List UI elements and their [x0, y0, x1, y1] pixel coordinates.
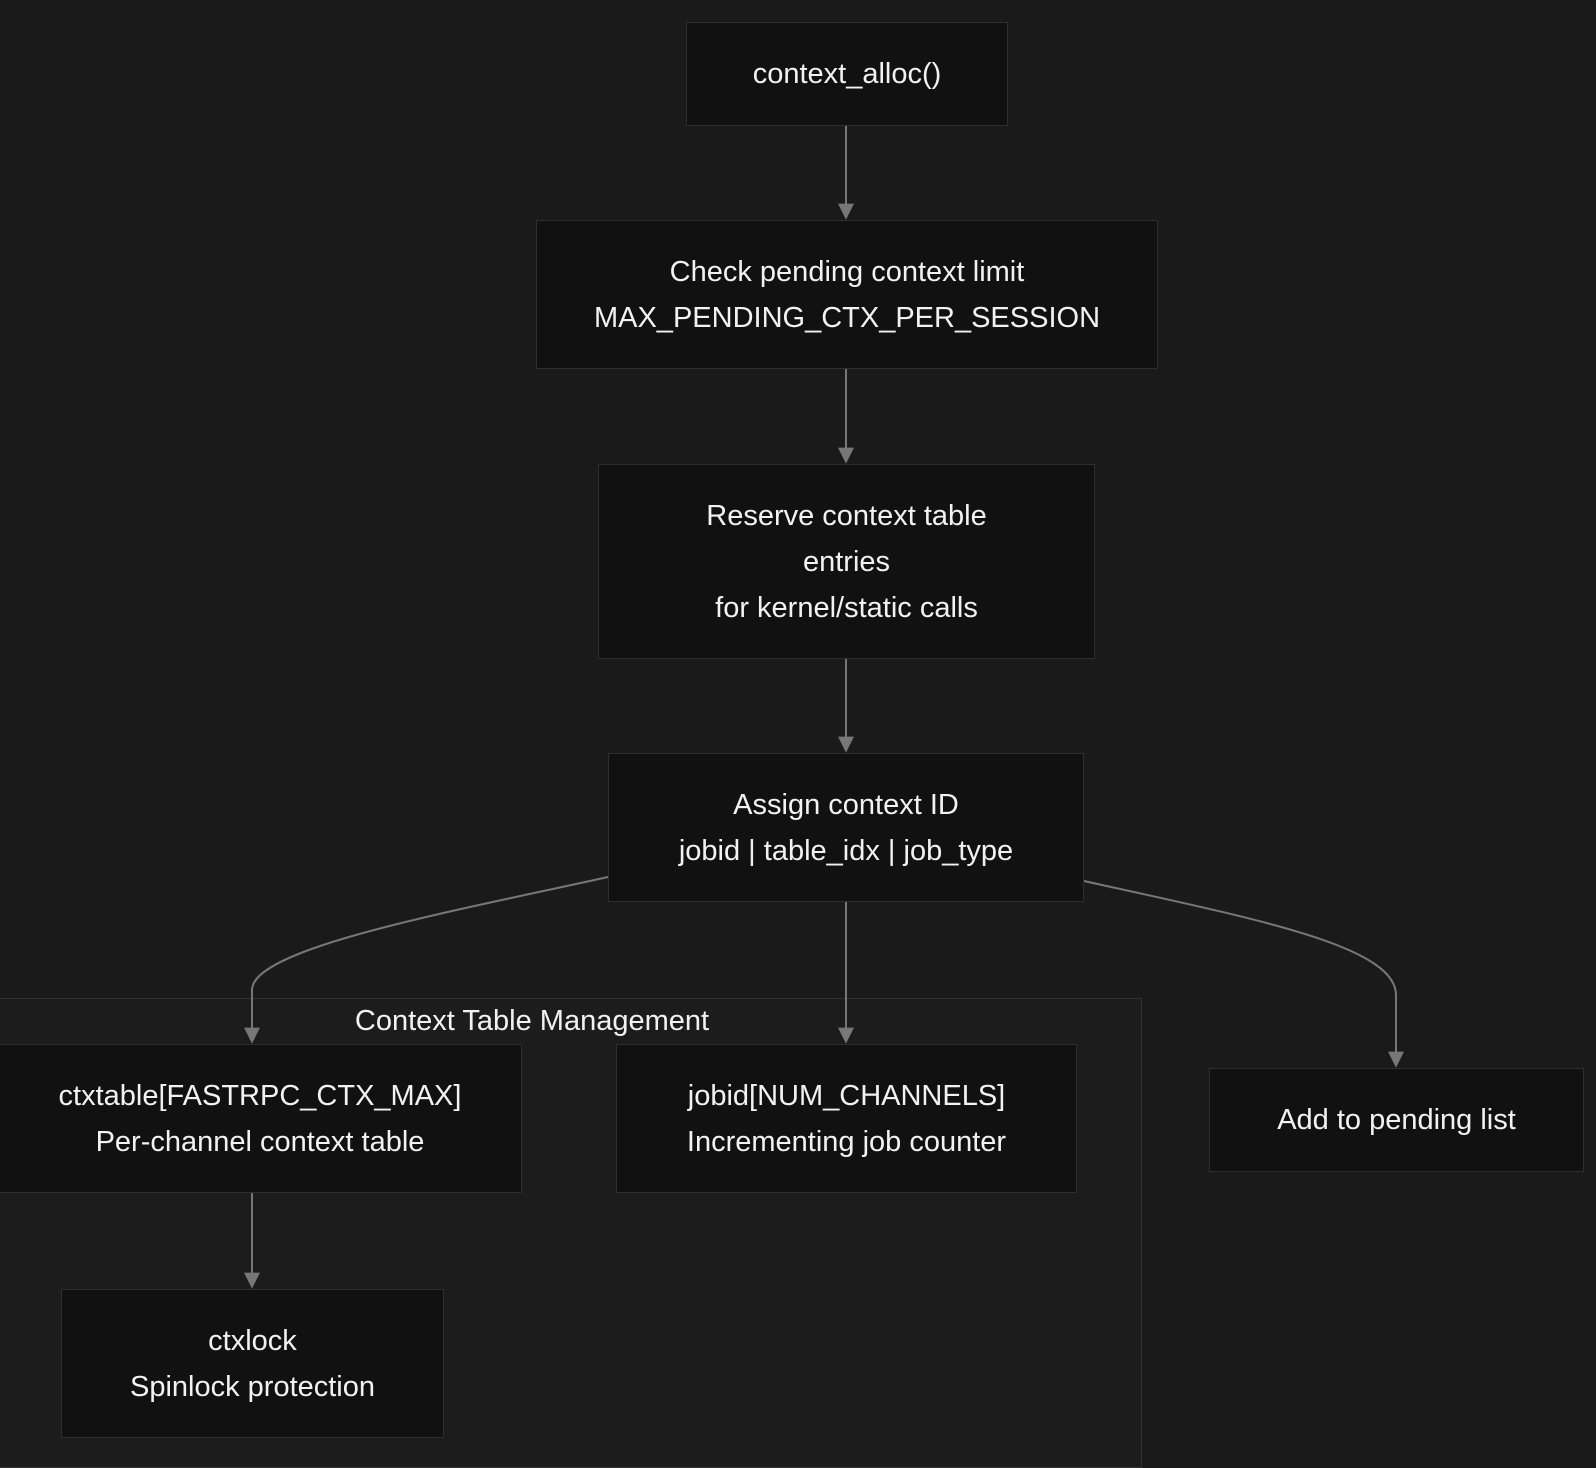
node-text-line: Per-channel context table	[95, 1125, 425, 1158]
edge-assign-to-ctxtable	[244, 876, 609, 1044]
node-text-line: entries	[802, 545, 891, 578]
node-text-line: Add to pending list	[1277, 1104, 1516, 1136]
node-text-line: Spinlock protection	[129, 1370, 376, 1403]
node-text-line: context_alloc()	[752, 58, 942, 90]
node-text-line: jobid[NUM_CHANNELS]	[687, 1079, 1006, 1112]
node-add-to-pending-list: Add to pending list	[1209, 1068, 1584, 1172]
node-jobid-counter: jobid[NUM_CHANNELS] Incrementing job cou…	[616, 1044, 1077, 1193]
node-text-line: Check pending context limit	[669, 255, 1025, 288]
node-text-line: Assign context ID	[733, 788, 959, 821]
node-check-pending-limit: Check pending context limit MAX_PENDING_…	[536, 220, 1158, 369]
node-assign-context-id: Assign context ID jobid | table_idx | jo…	[608, 753, 1084, 902]
node-text-line: MAX_PENDING_CTX_PER_SESSION	[593, 301, 1101, 334]
cluster-label: Context Table Management	[354, 1005, 710, 1037]
node-text-line: jobid | table_idx | job_type	[678, 834, 1014, 867]
node-text-line: Reserve context table	[706, 499, 987, 532]
node-text-line: for kernel/static calls	[715, 591, 978, 624]
edge-assign-to-pending	[1083, 880, 1404, 1068]
node-text-line: Incrementing job counter	[686, 1125, 1007, 1158]
node-ctxtable: ctxtable[FASTRPC_CTX_MAX] Per-channel co…	[0, 1044, 522, 1193]
node-ctxlock: ctxlock Spinlock protection	[61, 1289, 444, 1438]
node-text-line: ctxlock	[208, 1324, 297, 1357]
node-reserve-context-entries: Reserve context table entries for kernel…	[598, 464, 1095, 659]
node-context-alloc: context_alloc()	[686, 22, 1008, 126]
node-text-line: ctxtable[FASTRPC_CTX_MAX]	[58, 1079, 462, 1112]
